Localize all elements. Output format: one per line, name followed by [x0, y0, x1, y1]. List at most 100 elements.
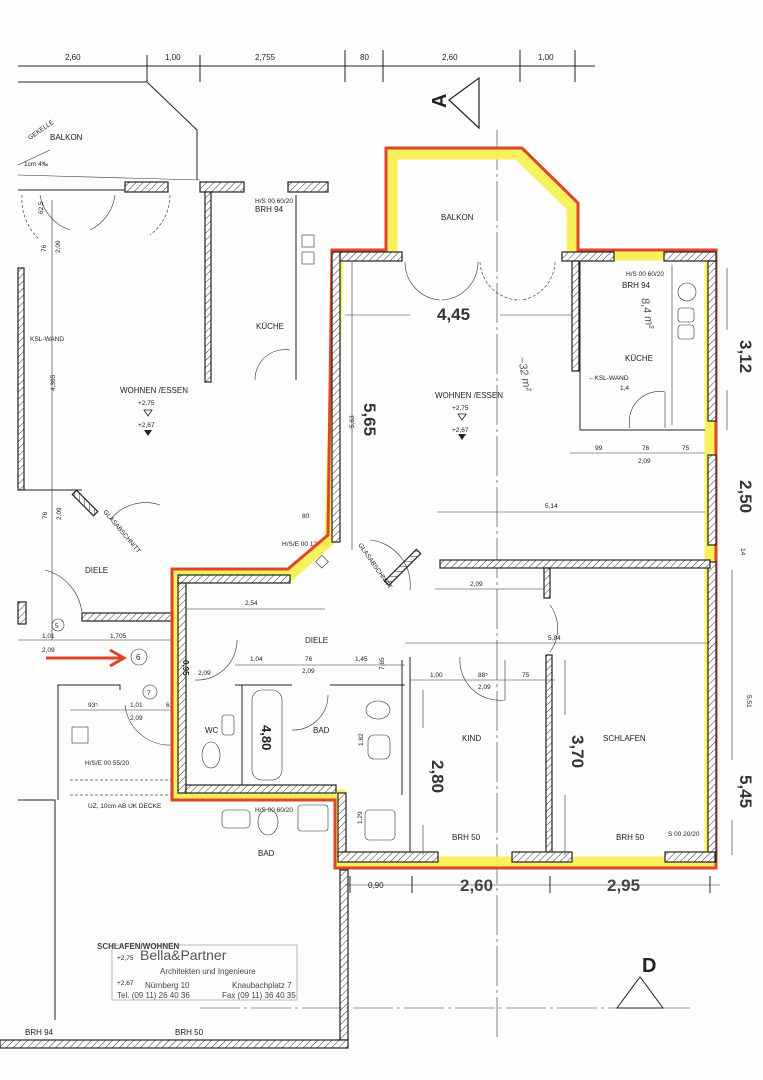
level-label: +2,67 [117, 980, 134, 987]
dim-label: 1,01 [130, 702, 143, 709]
dim-5-45: 5,45 [736, 775, 755, 808]
dim-label: 2,60 [65, 53, 81, 62]
dim-label: 2,60 [442, 53, 458, 62]
dim-2-60: 2,60 [460, 876, 493, 895]
dim-label: 1,00 [430, 672, 443, 679]
dim-label: 75 [522, 672, 530, 679]
dim-label: 14 [739, 548, 746, 556]
bottom-dimension-chain: 0,90 2,60 2,95 [345, 876, 720, 895]
window-note: H/S 00 60/20 [255, 807, 293, 814]
entrance-number: 6 [136, 653, 141, 662]
dim-label: 2,09 [638, 458, 651, 465]
stamp-tel: Tel. (09 11) 26 40 36 [117, 991, 190, 1000]
dim-label: 80 [302, 513, 310, 520]
dim-label: 2,09 [55, 240, 62, 253]
schlafen-label: SCHLAFEN [603, 734, 646, 743]
dim-label: 7,65 [379, 657, 386, 670]
dim-2-80: 2,80 [428, 760, 447, 793]
brh-label: BRH 50 [175, 1028, 204, 1037]
left-kitchen-label: KÜCHE [256, 322, 284, 331]
section-letter: A [429, 94, 451, 108]
window-note: H/S 00 60/20 [626, 271, 664, 278]
dim-3-12: 3,12 [736, 340, 755, 373]
left-balkon-slope: 1cm 4‰ [24, 161, 49, 168]
dim-label: 1,04 [250, 656, 263, 663]
wc-label: WC [205, 726, 219, 735]
dim-label: 2,755 [255, 53, 276, 62]
stamp-fax: Fax (09 11) 36 40 35 [222, 991, 296, 1000]
entrance-number: 5 [55, 623, 59, 630]
ksl-wand-label: ←KSL-WAND [588, 375, 629, 382]
dim-label: 1,705 [110, 633, 127, 640]
dim-3-70: 3,70 [568, 735, 587, 768]
unit-bedrooms: 2,09 5,84 1,00 88⁵ 75 2,09 KIND SCHLAFEN… [405, 570, 755, 855]
dim-label: 93⁵ [88, 702, 98, 709]
area-handwritten-note: ~32 m² [515, 356, 533, 392]
glass-label: GLASABSCHNITT [356, 542, 393, 590]
dim-label: 5,63 [349, 415, 356, 428]
stamp-street: Knaubachplatz 7 [232, 981, 292, 990]
brh-label: BRH 94 [622, 281, 651, 290]
level-label: +2,75 [117, 955, 134, 962]
brh-label: BRH 94 [25, 1028, 54, 1037]
dim-label: 99 [595, 445, 603, 452]
dim-label: 0,90 [368, 881, 384, 890]
uz-note: UZ, 10cm AB UK DECKE [88, 803, 162, 810]
window-note: H/S 00 60/20 [255, 198, 293, 205]
architect-stamp: SCHLAFEN/WOHNEN +2,75 +2,67 Bella&Partne… [97, 942, 298, 1001]
unit-hallway-bath: 2,54 0,95 2,09 DIELE 1,04 76 2,09 1,45 7… [181, 600, 405, 841]
left-bath-label: BAD [258, 849, 275, 858]
dim-label: 80 [360, 53, 369, 62]
width-4-45: 4,45 [437, 305, 470, 324]
left-living-label: WOHNEN /ESSEN [120, 386, 188, 395]
balkon-label: BALKON [441, 213, 474, 222]
dim-2-95: 2,95 [607, 876, 640, 895]
dim-label: 75 [682, 445, 690, 452]
section-letter: D [642, 955, 656, 977]
unit-living-area: BALKON 4,45 5,63 5,65 WOHNEN /ESSEN +2,7… [345, 213, 755, 556]
dim-2-50: 2,50 [736, 480, 755, 513]
brh-label: BRH 50 [616, 833, 645, 842]
hse-note: H/S/E 00 55/20 [85, 760, 129, 767]
bath-label: BAD [313, 726, 330, 735]
dim-label: 2,09 [198, 670, 211, 677]
dim-label: 61 [166, 702, 174, 709]
diele-label: DIELE [305, 636, 328, 645]
level-label: +2,67 [452, 427, 469, 434]
stamp-city: Nürnberg 10 [145, 981, 190, 990]
dim-label: 5,51 [745, 695, 752, 708]
dim-label: 1,00 [165, 53, 181, 62]
dim-label: 76 [642, 445, 650, 452]
height-5-65: 5,65 [360, 403, 379, 436]
dim-0-95: 0,95 [181, 660, 190, 676]
brh-label: BRH 94 [255, 205, 284, 214]
dim-label: 2,09 [302, 668, 315, 675]
dim-label: 1,29 [357, 811, 364, 824]
dim-label: 2,09 [478, 684, 491, 691]
level-label: +2,75 [452, 405, 469, 412]
stamp-firm-name: Bella&Partner [140, 947, 227, 963]
dim-label: 2,54 [245, 600, 258, 607]
dim-label: 2,09 [56, 507, 63, 520]
dim-label: 5,84 [548, 635, 561, 642]
s-note: S 00 20/20 [668, 831, 700, 838]
left-balkon-label: BALKON [50, 133, 83, 142]
ksl-wand-label: KSL-WAND [30, 336, 64, 343]
left-diele-label: DIELE [85, 566, 108, 575]
dim-label: 2,09 [130, 715, 143, 722]
section-marker-d: D [200, 955, 690, 1009]
dim-label: 76 [41, 244, 48, 252]
dim-label: 2,09 [42, 647, 55, 654]
dim-label: 4,365 [50, 374, 57, 391]
dim-label: 88⁵ [478, 672, 488, 679]
hse-note: H/S/E 00 120/20 [282, 541, 330, 548]
level-label: +2,75 [138, 400, 155, 407]
top-dimension-chain: 2,60 1,00 2,755 80 2,60 1,00 [18, 50, 595, 82]
dim-label: 76 [42, 511, 49, 519]
glass-label: GLASABSCHNITT [101, 509, 141, 555]
tub-dimension: 4,80 [259, 725, 274, 750]
kitchen-handwritten-note: 8,4 m² [638, 297, 655, 330]
ksl-value: 1,4 [620, 385, 629, 392]
dim-label: 62,5 [38, 201, 45, 214]
